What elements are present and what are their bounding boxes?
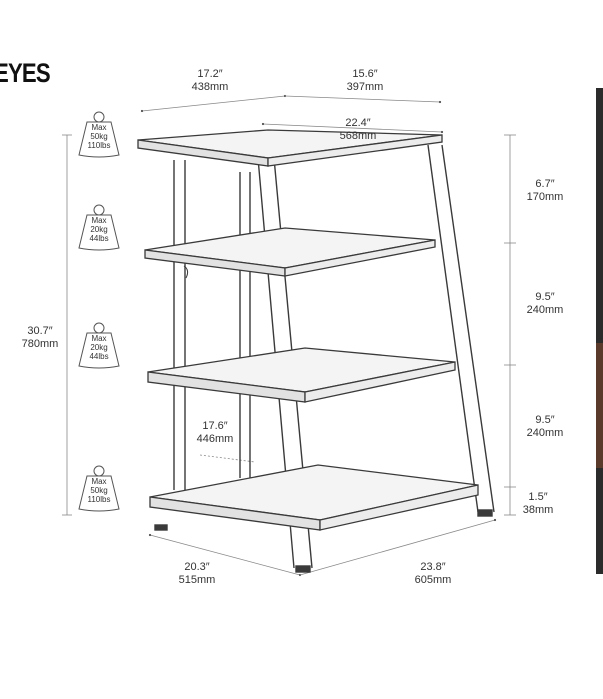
dimension-lines <box>62 94 516 577</box>
weight-badge-kg: 20kg <box>90 225 107 234</box>
adjacent-photo-edge <box>596 88 603 574</box>
weight-badge-max: Max <box>91 477 106 486</box>
weight-badge-lbs: 110lbs <box>88 141 111 150</box>
dim-shelf-gap-top: 6.7″ 170mm <box>526 178 564 203</box>
weight-badge-kg: 50kg <box>90 132 107 141</box>
cable-hook <box>183 265 189 279</box>
dim-base-clearance: 1.5″ 38mm <box>522 491 554 516</box>
dim-top-diagonal: 22.4″ 568mm <box>339 117 377 142</box>
shelves <box>137 129 479 531</box>
weight-badge-max: Max <box>91 123 106 132</box>
weight-badge-kg: 20kg <box>90 343 107 352</box>
dim-inner-width: 17.6″ 446mm <box>196 420 234 445</box>
dim-top-width: 17.2″ 438mm <box>191 68 229 93</box>
dim-shelf-gap-mid: 9.5″ 240mm <box>526 291 564 316</box>
weight-badge-max: Max <box>91 334 106 343</box>
brand-logo-text: EYES <box>0 58 51 88</box>
weight-badge-lbs: 44lbs <box>89 352 108 361</box>
dim-total-height: 30.7″ 780mm <box>21 325 59 350</box>
weight-badge-lbs: 44lbs <box>89 234 108 243</box>
dim-shelf-gap-low: 9.5″ 240mm <box>526 414 564 439</box>
weight-badge-lbs: 110lbs <box>88 495 111 504</box>
weight-badges: Max50kg110lbsMax20kg44lbsMax20kg44lbsMax… <box>78 111 120 512</box>
weight-badge-max: Max <box>91 216 106 225</box>
weight-badge-kg: 50kg <box>90 486 107 495</box>
dim-base-depth: 23.8″ 605mm <box>414 561 452 586</box>
dim-top-depth: 15.6″ 397mm <box>346 68 384 93</box>
dim-base-width: 20.3″ 515mm <box>178 561 216 586</box>
